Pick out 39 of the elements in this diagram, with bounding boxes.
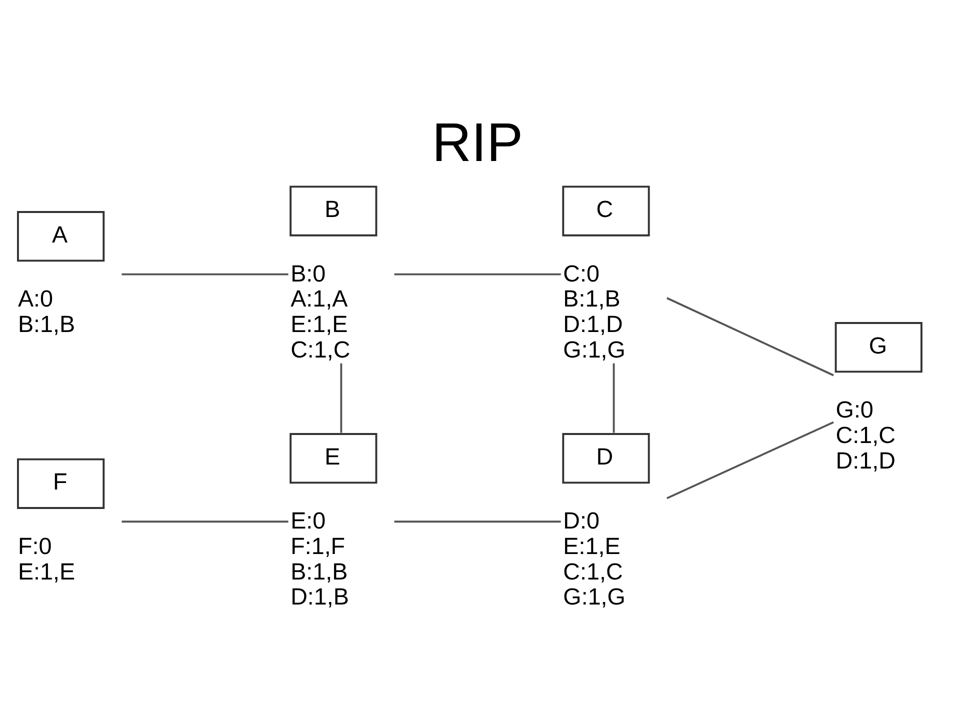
node-label: E:0 (290, 508, 326, 534)
node-box: G (834, 322, 922, 373)
node-label: C:1,C (290, 336, 350, 362)
node-label: A:1,A (290, 286, 348, 312)
node-box: B (290, 186, 378, 236)
connector (394, 520, 561, 523)
node-label: A:0 (18, 286, 54, 312)
connector (612, 363, 615, 433)
node-label: E:1,E (290, 310, 348, 337)
diagram-title: RIP (432, 112, 523, 174)
node-label: C:1,C (836, 422, 896, 448)
node-label: B:0 (290, 260, 326, 286)
node-box: D (562, 433, 650, 484)
node-label: D:1,D (836, 447, 896, 474)
node-label: F:0 (18, 532, 52, 559)
node-box: E (290, 433, 378, 484)
connector (666, 297, 834, 376)
connector (340, 363, 342, 433)
node-label: B:1,B (563, 286, 620, 312)
node-label: D:1,D (563, 310, 623, 337)
node-label: F:1,F (290, 532, 346, 559)
node-label: D:1,B (290, 584, 349, 610)
connector (122, 520, 288, 523)
node-label: G:1,G (563, 584, 626, 610)
node-label: B:1,B (18, 310, 76, 337)
connector (666, 421, 834, 500)
node-label: B:1,B (290, 558, 348, 584)
connector (394, 273, 561, 276)
node-label: C:1,C (563, 558, 623, 584)
node-label: C:0 (563, 260, 600, 286)
node-label: D:0 (563, 508, 600, 534)
node-label: E:1,E (18, 558, 76, 584)
connector (122, 273, 288, 276)
node-box: F (17, 458, 105, 509)
node-box: A (17, 211, 105, 262)
node-label: E:1,E (563, 532, 620, 559)
node-label: G:0 (836, 396, 874, 423)
node-label: G:1,G (563, 336, 626, 362)
node-box: C (562, 186, 650, 236)
